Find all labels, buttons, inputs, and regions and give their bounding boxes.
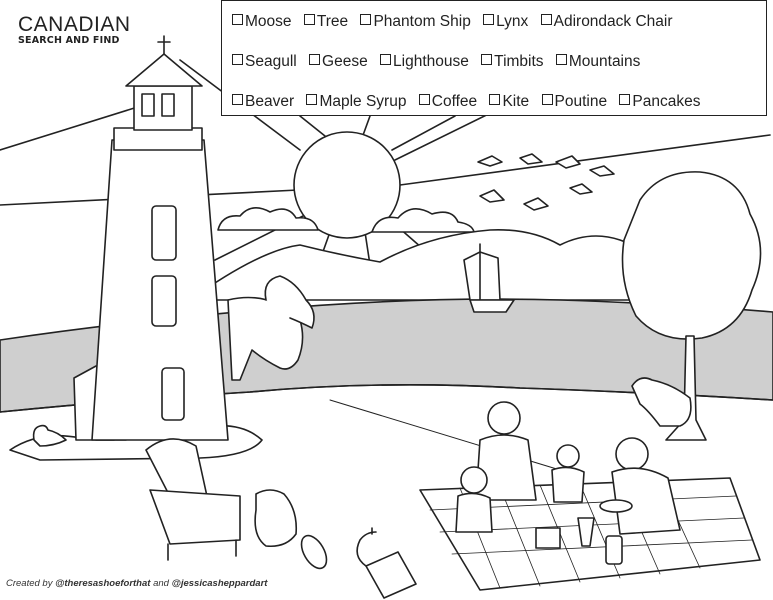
checkbox-icon[interactable]: [306, 94, 318, 105]
cloud-left: [217, 207, 319, 231]
credit-prefix: Created by: [6, 578, 53, 589]
checklist-item[interactable]: Phantom Ship: [360, 13, 471, 31]
checkbox-icon[interactable]: [483, 14, 495, 25]
checkbox-icon[interactable]: [303, 14, 315, 25]
seagull: [32, 424, 67, 447]
cloud-right: [371, 208, 475, 233]
title-line-1: CANADIAN: [18, 13, 131, 36]
checklist-item[interactable]: Maple Syrup: [306, 93, 406, 111]
checklist-item[interactable]: Coffee: [418, 93, 477, 111]
checklist-row-3: Beaver Maple Syrup Coffee Kite Poutine P…: [232, 93, 708, 111]
checklist-row-1: Moose Tree Phantom Ship Lynx Adirondack …: [232, 13, 681, 31]
checkbox-icon[interactable]: [619, 94, 631, 105]
maple-syrup: [605, 535, 623, 565]
checklist-item[interactable]: Mountains: [555, 53, 640, 71]
checkbox-icon[interactable]: [360, 14, 372, 25]
coffee-cup: [577, 517, 595, 547]
tree-canopy: [621, 171, 762, 340]
credit-author-1: @theresashoeforthat: [55, 578, 151, 589]
pancakes: [599, 499, 633, 513]
checklist-item[interactable]: Moose: [232, 13, 292, 31]
checkbox-icon[interactable]: [418, 94, 430, 105]
checkbox-icon[interactable]: [380, 54, 392, 65]
search-checklist: Moose Tree Phantom Ship Lynx Adirondack …: [221, 0, 767, 116]
geese: [477, 153, 615, 211]
checklist-item[interactable]: Timbits: [481, 53, 544, 71]
checkbox-icon[interactable]: [481, 54, 493, 65]
checklist-item[interactable]: Adirondack Chair: [540, 13, 673, 31]
credit-line: Created by @theresashoeforthat and @jess…: [6, 578, 267, 589]
checkbox-icon[interactable]: [232, 94, 243, 105]
checklist-item[interactable]: Beaver: [232, 93, 294, 111]
checkbox-icon[interactable]: [232, 14, 243, 25]
checkbox-icon[interactable]: [232, 54, 243, 65]
checkbox-icon[interactable]: [540, 14, 552, 25]
sun: [293, 131, 401, 239]
checklist-item[interactable]: Lynx: [483, 13, 528, 31]
checklist-item[interactable]: Lighthouse: [380, 53, 469, 71]
lynx: [631, 377, 692, 427]
credit-author-2: @jessicasheppardart: [171, 578, 268, 589]
checklist-item[interactable]: Tree: [303, 13, 348, 31]
timbits-box: [535, 527, 561, 549]
checklist-item[interactable]: Kite: [489, 93, 529, 111]
family: [455, 401, 681, 535]
phantom-ship: [463, 251, 501, 301]
checklist-item[interactable]: Seagull: [232, 53, 297, 71]
kite: [365, 551, 417, 599]
checkbox-icon[interactable]: [309, 54, 321, 65]
beaver: [254, 489, 298, 548]
checklist-row-2: Seagull Geese Lighthouse Timbits Mountai…: [232, 53, 648, 71]
checkbox-icon[interactable]: [489, 94, 501, 105]
credit-joiner: and: [153, 578, 169, 589]
checkbox-icon[interactable]: [541, 94, 553, 105]
checklist-item[interactable]: Pancakes: [619, 93, 700, 111]
checklist-item[interactable]: Geese: [309, 53, 368, 71]
checklist-item[interactable]: Poutine: [541, 93, 607, 111]
checkbox-icon[interactable]: [555, 54, 567, 65]
title-line-2: SEARCH AND FIND: [18, 35, 120, 46]
page-title: CANADIAN SEARCH AND FIND: [18, 14, 131, 46]
